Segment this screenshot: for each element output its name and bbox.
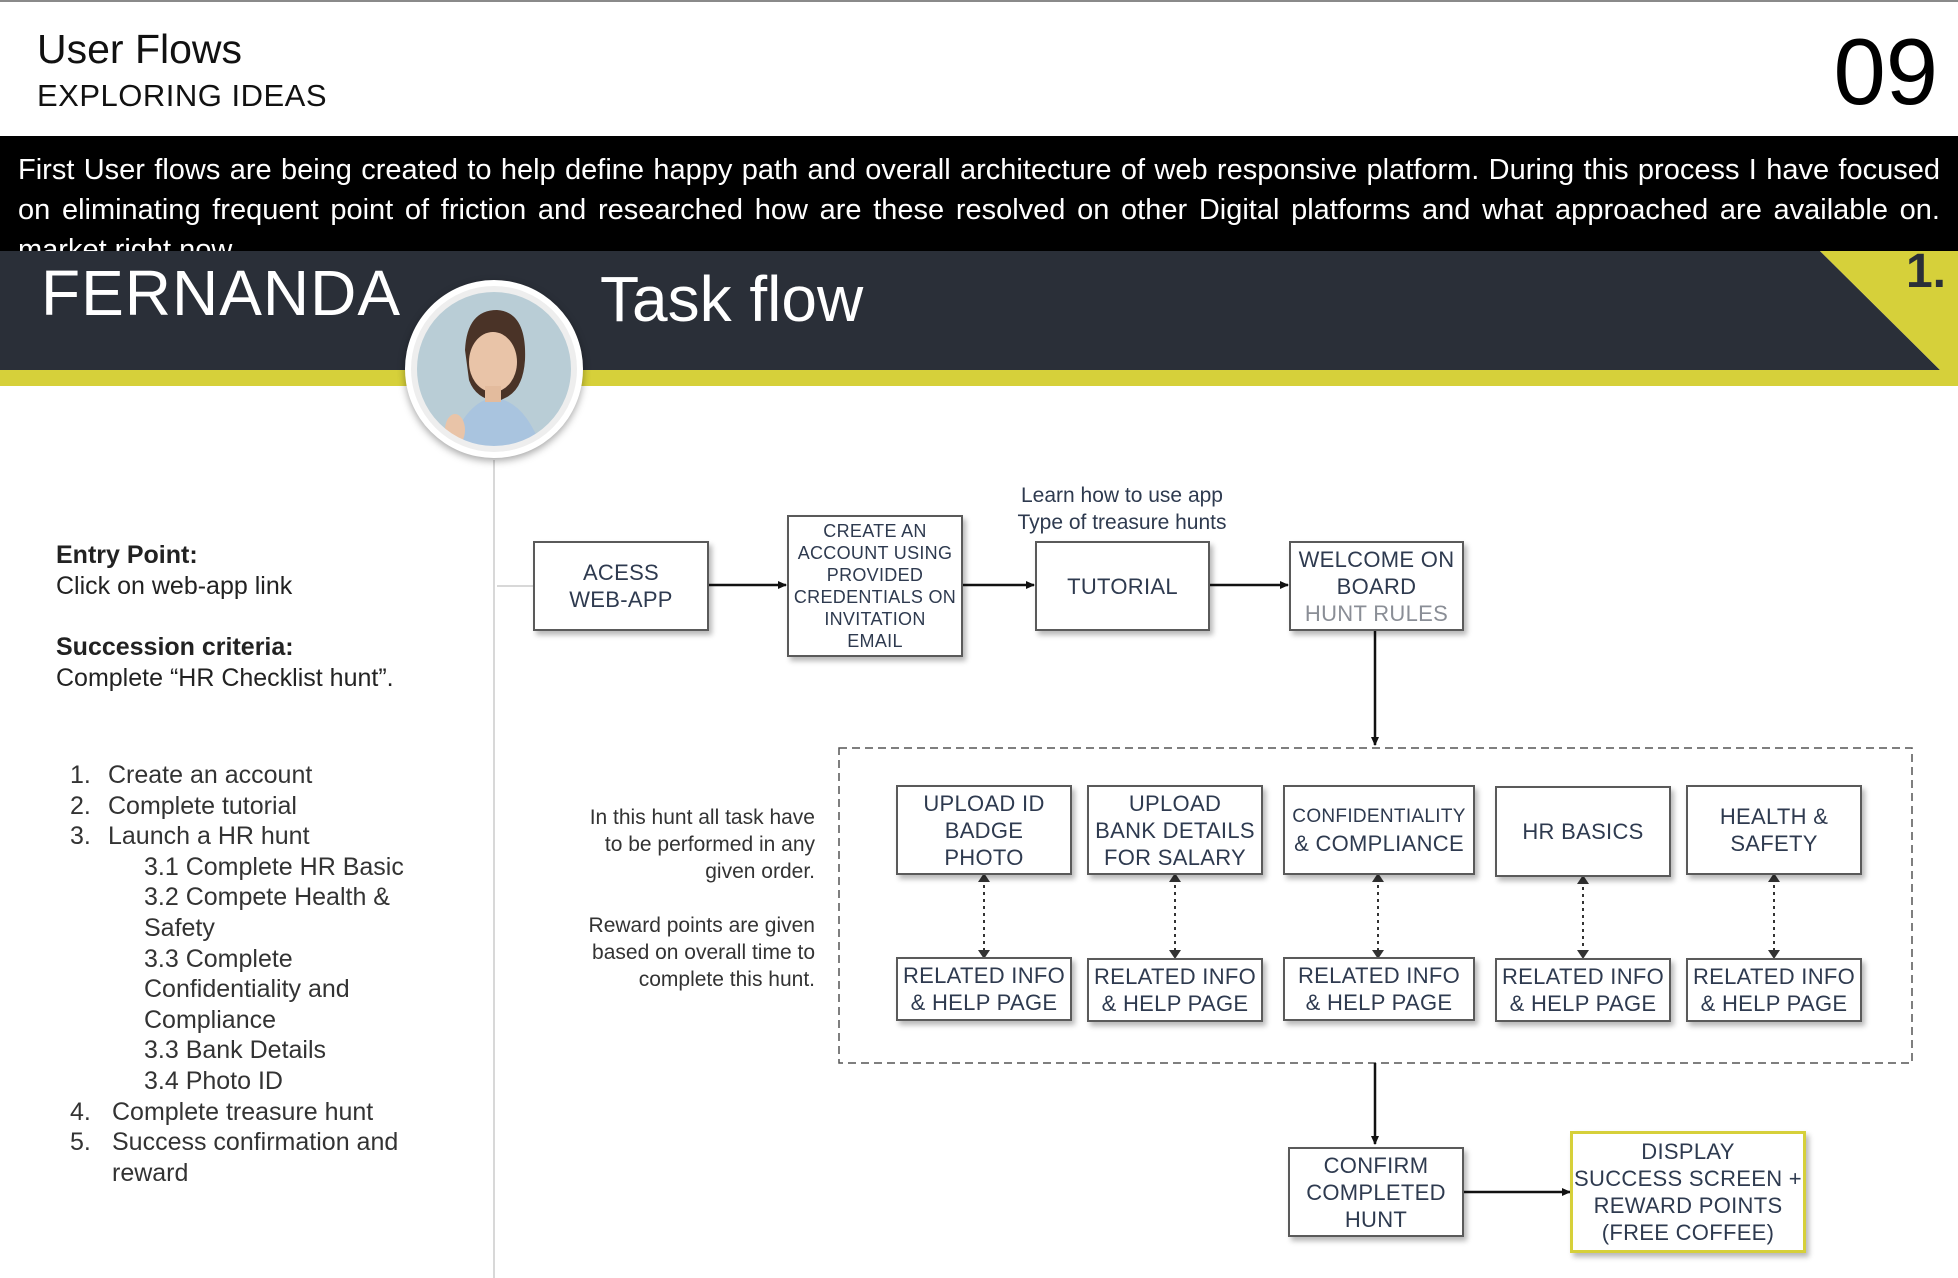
corner-triangle xyxy=(1820,251,1958,370)
persona-name: FERNANDA xyxy=(41,257,402,329)
tutorial-step: TUTORIAL xyxy=(1035,541,1210,631)
top-divider xyxy=(0,0,1958,2)
intro-paragraph: First User flows are being created to he… xyxy=(0,136,1958,266)
list-item: 4.Complete treasure hunt xyxy=(70,1097,374,1126)
avatar xyxy=(405,280,583,458)
list-item: 1.Create an account xyxy=(70,761,313,789)
entry-point: Entry Point: Click on web-app link xyxy=(56,540,292,602)
success-criteria-value: Complete “HR Checklist hunt”. xyxy=(56,664,394,692)
list-item: 5.Success confirmation and xyxy=(70,1128,399,1157)
task-confidentiality: CONFIDENTIALITY& COMPLIANCE xyxy=(1283,785,1475,875)
task-health-safety: HEALTH &SAFETY xyxy=(1686,785,1862,875)
list-item: 3.3 Complete xyxy=(144,944,293,973)
help-page-confidentiality: RELATED INFO& HELP PAGE xyxy=(1283,957,1475,1021)
page-number: 09 xyxy=(1833,19,1938,124)
success-criteria-label: Succession criteria: xyxy=(56,633,294,661)
tutorial-annotation: Learn how to use app Type of treasure hu… xyxy=(1017,484,1227,534)
order-note: In this hunt all task have to be perform… xyxy=(589,806,815,883)
section-title: Task flow xyxy=(600,263,864,335)
steps-list: 1.Create an account 2.Complete tutorial … xyxy=(70,760,404,1188)
help-page-bank: RELATED INFO& HELP PAGE xyxy=(1087,958,1263,1022)
list-item: Compliance xyxy=(144,1005,277,1034)
task-help-arrowheads xyxy=(978,873,1780,959)
list-item: 3.2 Compete Health & xyxy=(144,883,390,912)
list-item: Safety xyxy=(144,913,215,942)
list-item: 3.4 Photo ID xyxy=(144,1066,283,1095)
task-hr-basics: HR BASICS xyxy=(1495,786,1671,877)
flow-number: 1. xyxy=(1905,245,1946,298)
page-subtitle: EXPLORING IDEAS xyxy=(37,78,328,113)
success-criteria: Succession criteria: Complete “HR Checkl… xyxy=(56,632,394,694)
help-page-id-badge: RELATED INFO& HELP PAGE xyxy=(896,957,1072,1021)
persona-portrait-icon xyxy=(411,286,577,452)
list-item: Confidentiality and xyxy=(144,975,350,1004)
help-page-hr-basics: RELATED INFO& HELP PAGE xyxy=(1495,958,1671,1022)
entry-point-value: Click on web-app link xyxy=(56,572,293,600)
list-item: 3.1 Complete HR Basic xyxy=(144,852,404,881)
entry-point-label: Entry Point: xyxy=(56,541,198,569)
page-title: User Flows xyxy=(37,26,243,72)
list-item: reward xyxy=(112,1158,189,1187)
help-page-health-safety: RELATED INFO& HELP PAGE xyxy=(1686,958,1862,1022)
list-item: 2.Complete tutorial xyxy=(70,791,297,820)
list-item: 3.Launch a HR hunt xyxy=(70,822,310,851)
reward-note: Reward points are given based on overall… xyxy=(588,914,815,991)
list-item: 3.3 Bank Details xyxy=(144,1036,327,1065)
task-help-links xyxy=(983,878,1775,955)
